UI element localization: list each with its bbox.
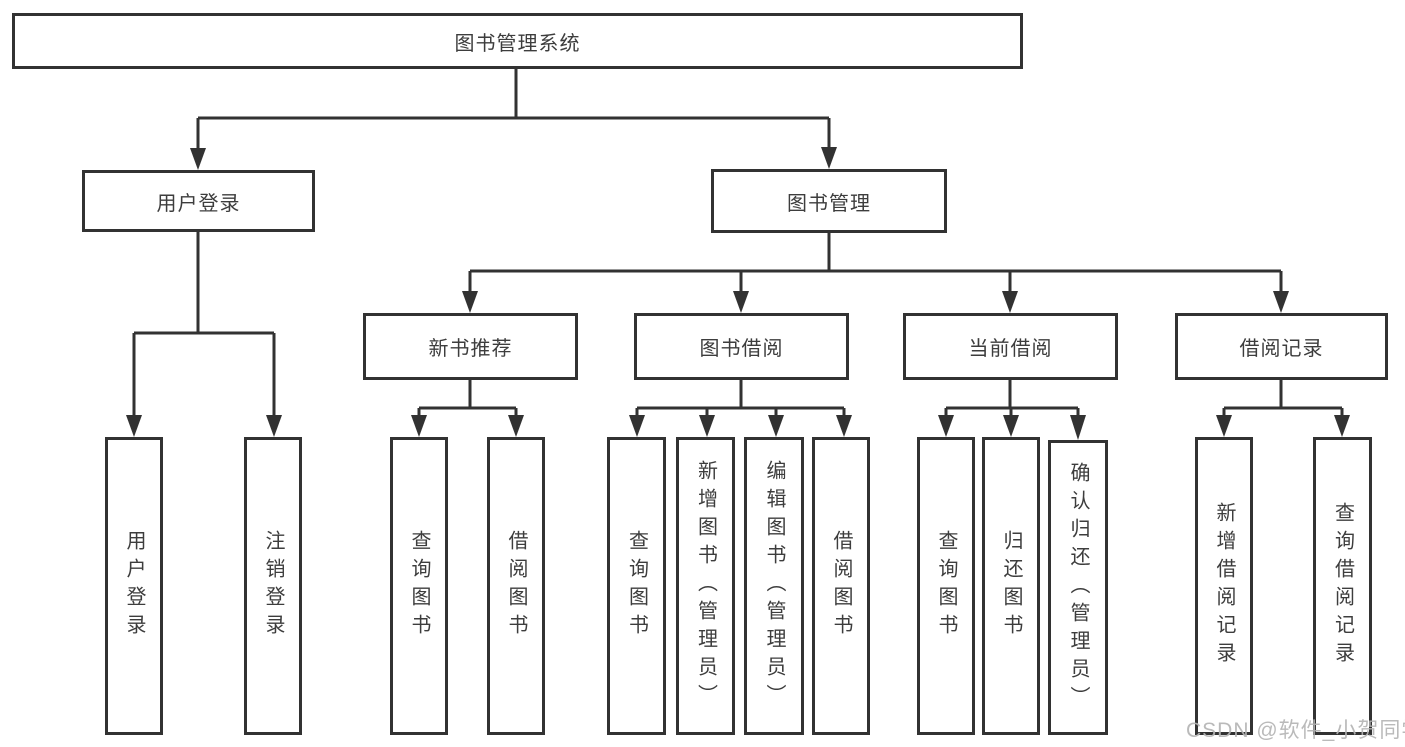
node-label: 新增图书（管理员） xyxy=(694,460,717,712)
arrowhead xyxy=(411,415,427,437)
node-label: 当前借阅 xyxy=(968,338,1053,360)
arrowhead xyxy=(1003,415,1019,437)
node-label: 查询借阅记录 xyxy=(1331,502,1354,670)
node-label: 归还图书 xyxy=(1000,530,1022,642)
arrowhead xyxy=(1273,291,1289,313)
leaf-br-query-record: 查询借阅记录 xyxy=(1313,437,1372,735)
leaf-nb-query-books: 查询图书 xyxy=(390,437,448,735)
leaf-br-add-record: 新增借阅记录 xyxy=(1195,437,1253,735)
node-label: 新增借阅记录 xyxy=(1213,502,1235,670)
arrowhead xyxy=(1216,415,1232,437)
watermark: CSDN @软件_小贺同学 xyxy=(1186,719,1405,742)
arrowhead xyxy=(733,291,749,313)
leaf-cb-confirm-return-admin: 确认归还（管理员） xyxy=(1048,440,1108,735)
arrowhead xyxy=(266,415,282,437)
leaf-bb-edit-books-admin: 编辑图书（管理员） xyxy=(744,437,804,735)
leaf-bb-borrow-books: 借阅图书 xyxy=(812,437,870,735)
node-label: 查询图书 xyxy=(935,530,957,642)
leaf-cb-query-books: 查询图书 xyxy=(917,437,975,735)
node-label: 借阅记录 xyxy=(1239,338,1324,360)
node-current-borrowing: 当前借阅 xyxy=(903,313,1118,380)
node-label: 图书管理系统 xyxy=(454,32,581,55)
tree-edges xyxy=(132,69,1344,415)
arrowhead xyxy=(821,147,837,169)
arrowhead xyxy=(768,415,784,437)
arrowhead xyxy=(938,415,954,437)
arrowhead xyxy=(699,415,715,437)
node-book-borrowing: 图书借阅 xyxy=(634,313,849,380)
arrowheads xyxy=(126,147,1350,440)
leaf-cb-return-books: 归还图书 xyxy=(982,437,1040,735)
node-label: 确认归还（管理员） xyxy=(1067,461,1089,714)
leaf-nb-borrow-books: 借阅图书 xyxy=(487,437,545,735)
node-label: 编辑图书（管理员） xyxy=(763,460,785,712)
node-library-management-system: 图书管理系统 xyxy=(12,13,1023,69)
node-label: 查询图书 xyxy=(408,530,430,642)
node-book-management: 图书管理 xyxy=(711,169,947,233)
node-user-login: 用户登录 xyxy=(82,170,315,232)
node-label: 注销登录 xyxy=(262,530,284,642)
arrowhead xyxy=(1002,291,1018,313)
node-label: 用户登录 xyxy=(123,530,145,642)
node-label: 图书借阅 xyxy=(699,338,784,360)
node-borrow-records: 借阅记录 xyxy=(1175,313,1388,380)
arrowhead xyxy=(462,291,478,313)
node-label: 图书管理 xyxy=(787,192,871,215)
arrowhead xyxy=(1070,415,1086,440)
arrowhead xyxy=(190,148,206,170)
leaf-user-login: 用户登录 xyxy=(105,437,163,735)
node-label: 用户登录 xyxy=(156,192,241,215)
leaf-logout: 注销登录 xyxy=(244,437,302,735)
node-new-book-recommend: 新书推荐 xyxy=(363,313,578,380)
arrowhead xyxy=(629,415,645,437)
arrowhead xyxy=(836,415,852,437)
node-label: 借阅图书 xyxy=(830,530,852,642)
node-label: 新书推荐 xyxy=(428,338,513,360)
leaf-bb-query-books: 查询图书 xyxy=(607,437,666,735)
node-label: 借阅图书 xyxy=(505,530,527,642)
arrowhead xyxy=(1334,415,1350,437)
node-label: 查询图书 xyxy=(625,530,648,642)
leaf-bb-add-books-admin: 新增图书（管理员） xyxy=(676,437,735,735)
arrowhead xyxy=(508,415,524,437)
arrowhead xyxy=(126,415,142,437)
